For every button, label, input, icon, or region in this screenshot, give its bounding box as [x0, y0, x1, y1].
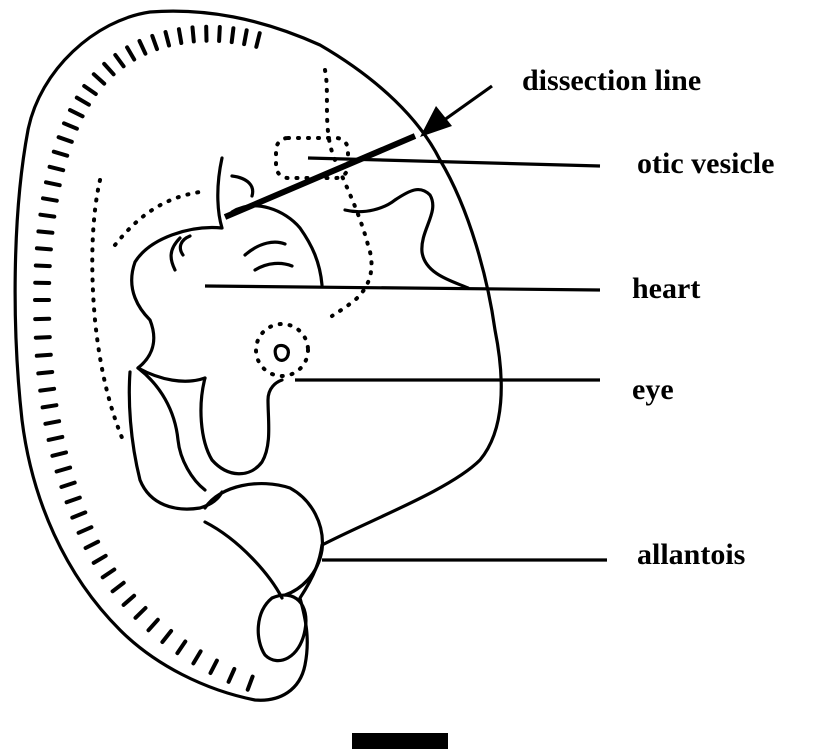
somite-dash	[67, 498, 80, 503]
somite-dash	[124, 596, 135, 605]
heart-label: heart	[632, 272, 700, 305]
heart-bulge-contour	[201, 378, 282, 474]
somite-dash	[244, 30, 247, 44]
heart-loop-contour	[171, 236, 190, 270]
otic-vesicle-label: otic vesicle	[637, 147, 774, 180]
somite-dash	[36, 337, 50, 338]
neural-tube-dotted-line	[92, 180, 125, 445]
somite-dash	[38, 372, 52, 373]
heart-leader	[205, 286, 600, 290]
somite-dash	[256, 33, 259, 47]
somite-dash	[49, 437, 63, 440]
embryo-outline	[15, 11, 501, 700]
scale-bar	[352, 733, 448, 749]
somite-dash	[45, 421, 59, 424]
somite-dash	[149, 620, 158, 630]
somite-dash	[94, 74, 104, 83]
somite-dash	[113, 583, 124, 592]
somite-dash	[229, 669, 235, 682]
somite-dash	[152, 36, 157, 49]
allantois-label: allantois	[637, 538, 745, 571]
somite-dash	[43, 405, 57, 407]
somite-dash	[219, 27, 220, 41]
somite-dash	[177, 642, 185, 654]
somite-dash	[179, 29, 181, 43]
somite-dash	[54, 152, 67, 156]
somite-dash	[232, 28, 234, 42]
somite-dash	[40, 389, 54, 391]
dissection-arrow-shaft	[440, 86, 492, 123]
somite-dash	[38, 231, 52, 232]
somite-dash	[84, 86, 96, 94]
somite-dash	[248, 677, 253, 690]
tail-bud-shape	[258, 595, 306, 661]
somite-dash	[166, 32, 170, 46]
hindgut-contour	[205, 522, 282, 598]
somite-dash	[103, 570, 115, 578]
trunk-inner-contour	[129, 372, 222, 509]
somite-dash	[57, 468, 71, 472]
somite-dash	[115, 55, 123, 66]
somite-dash	[43, 198, 57, 200]
somite-dash	[77, 98, 89, 105]
head-fold-contour	[132, 158, 222, 381]
yolk-stalk-contour	[138, 368, 205, 490]
somite-dash	[86, 542, 99, 548]
somite-dash	[127, 47, 134, 59]
foregut-contour	[232, 176, 253, 196]
somite-dash	[36, 266, 50, 267]
somite-dash	[61, 483, 74, 487]
somite-dash	[140, 41, 146, 54]
somite-dash	[211, 661, 217, 673]
somite-dash	[79, 527, 92, 533]
mesencephalon-contour	[345, 190, 468, 288]
somite-dash	[59, 137, 72, 142]
somite-dash	[193, 651, 200, 663]
somite-dash	[72, 512, 85, 517]
somite-dash	[70, 110, 83, 116]
eye-dotted-ring	[256, 324, 308, 376]
hindbrain-contour	[232, 206, 322, 285]
somite-dash	[37, 248, 51, 249]
eye-label: eye	[632, 373, 674, 406]
somite-dash	[52, 452, 66, 455]
somite-dash	[46, 182, 60, 185]
eye-lens-shape	[275, 345, 288, 360]
somite-dash	[37, 355, 51, 356]
dissection-line-label: dissection line	[522, 64, 701, 97]
otic-dotted-contour	[325, 70, 372, 316]
dissection-arrow-head-icon	[420, 106, 452, 137]
somite-dash	[50, 167, 64, 170]
somite-dash	[162, 631, 171, 642]
somite-dash	[136, 608, 146, 618]
somite-dash	[64, 123, 77, 128]
somite-dash	[40, 215, 54, 217]
somite-dash	[193, 27, 194, 41]
pharyngeal-arch-contour	[245, 242, 292, 270]
allantois-shape	[205, 484, 322, 595]
somite-dash	[104, 64, 113, 74]
somite-dash	[94, 556, 106, 563]
